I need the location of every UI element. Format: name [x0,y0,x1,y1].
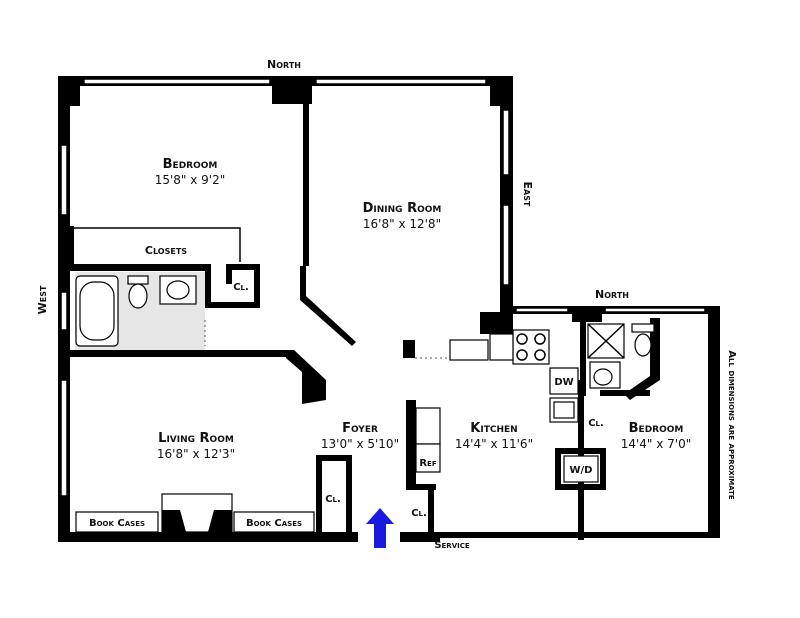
washer-dryer [563,455,599,483]
bedroom1-name: Bedroom [163,157,218,172]
cl-bath-label: Cl. [233,282,249,293]
ref-label: Ref [419,458,436,469]
compass-north-secondary: North [595,288,629,301]
kitchen-name: Kitchen [470,421,517,436]
book-cases-right-label: Book Cases [246,518,302,529]
dining-name: Dining Room [363,201,442,216]
wd-label: W/D [570,465,593,476]
toilet [127,275,149,285]
foyer-dims: 13'0" x 5'10" [321,437,399,451]
toilet-2 [634,333,652,357]
compass-east: East [521,182,534,207]
cl-foyer-label: Cl. [325,494,341,505]
cl-kitchen-label: Cl. [588,418,604,429]
compass-north-top: North [267,58,301,71]
windows [58,78,706,497]
dining-dims: 16'8" x 12'8" [363,217,441,231]
closets-label: Closets [145,244,187,257]
book-cases-left-label: Book Cases [89,518,145,529]
cl-service-label: Cl. [411,508,427,519]
book-cases-right [233,511,315,533]
entry-arrow-icon [366,508,394,548]
fixtures [75,275,655,533]
kitchen-dims: 14'4" x 11'6" [455,437,533,451]
dishwasher [549,367,579,395]
living-name: Living Room [158,431,234,446]
bedroom2-dims: 14'4" x 7'0" [621,437,692,451]
dw-label: DW [554,377,573,388]
bedroom2-name: Bedroom [629,421,684,436]
foyer-name: Foyer [342,421,378,436]
living-dims: 16'8" x 12'3" [157,447,235,461]
bedroom1-dims: 15'8" x 9'2" [155,173,226,187]
compass-west: West [36,285,49,314]
book-cases-left [75,511,159,533]
approximate-note: All dimensions are approximate [726,350,737,500]
service-label: Service [434,540,470,551]
refrigerator [415,407,441,445]
sink-2 [593,368,613,386]
